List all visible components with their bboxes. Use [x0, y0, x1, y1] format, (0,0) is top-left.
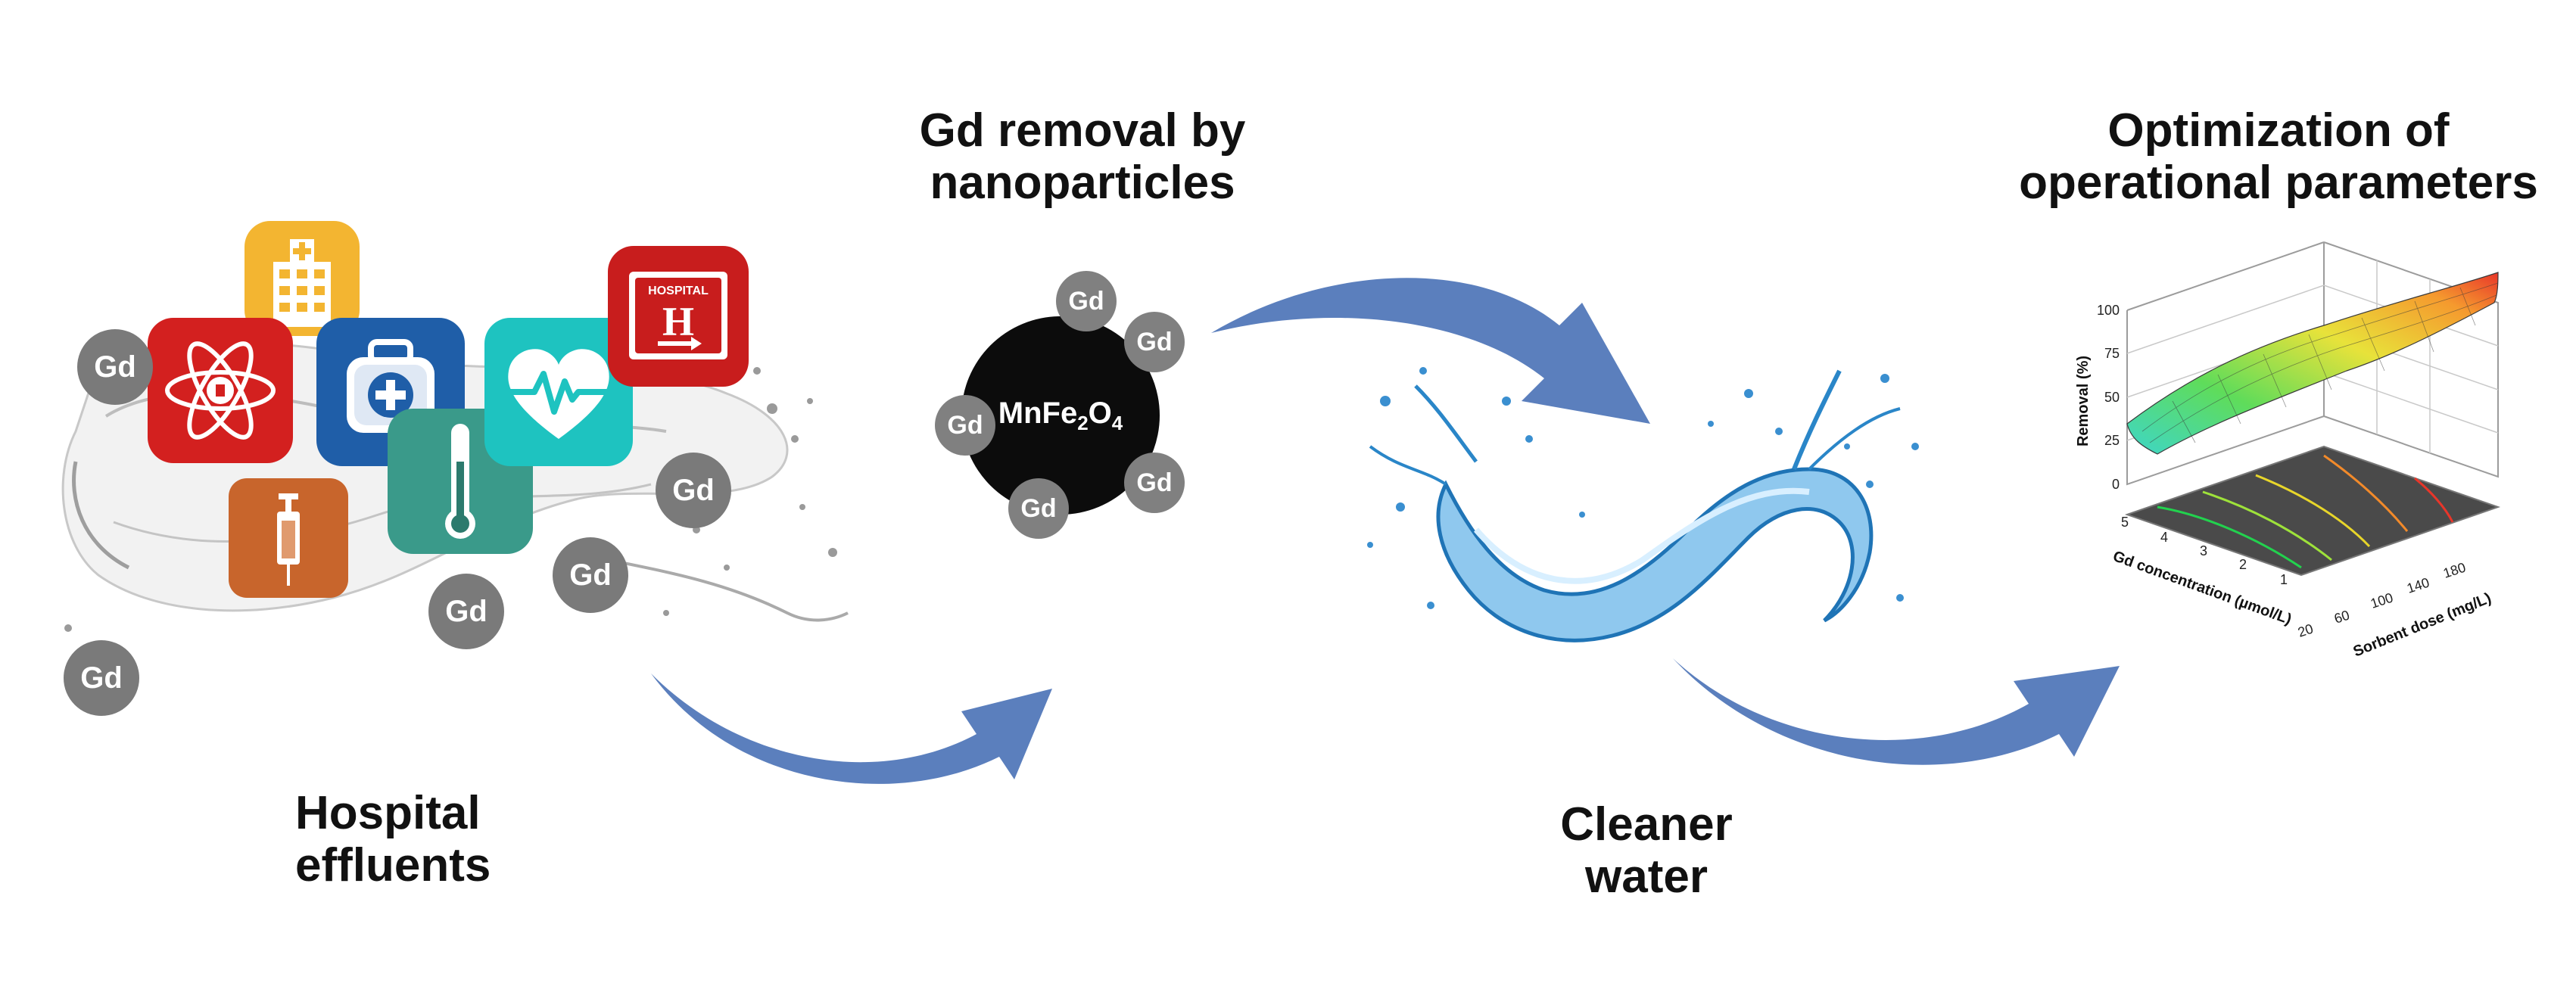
atom-icon [148, 318, 293, 463]
clean-water-splash [1367, 367, 1919, 642]
z-axis-label: Removal (%) [2075, 356, 2092, 446]
gd-badge: Gd [553, 537, 628, 613]
gd-badge: Gd [64, 640, 139, 716]
hospital-building-icon [245, 221, 360, 336]
z-tick: 0 [2112, 477, 2120, 492]
gd-badge: Gd [935, 395, 995, 456]
y-tick: 20 [2296, 621, 2315, 640]
optim-title: Optimization of operational parameters [1983, 104, 2574, 210]
nanoparticle-formula: MnFe2O4 [998, 397, 1123, 435]
x-tick: 4 [2160, 530, 2168, 545]
response-surface-plot: 100 75 50 25 0 Removal (%) 5 4 3 2 1 Gd … [2075, 241, 2501, 661]
hospital-title-line1: Hospital [295, 787, 481, 839]
removal-title-line2: nanoparticles [930, 157, 1235, 210]
flow-arrow-1 [651, 673, 1052, 784]
contour-floor [2124, 445, 2501, 577]
formula-sub1: 2 [1077, 411, 1089, 434]
gd-badge: Gd [1124, 453, 1185, 513]
cleaner-title-line2: water [1585, 851, 1708, 904]
removal-title: Gd removal by nanoparticles [905, 104, 1260, 210]
removal-title-line1: Gd removal by [919, 104, 1246, 157]
gd-badge: Gd [428, 574, 504, 649]
hospital-sign-letter: H [662, 299, 694, 344]
z-tick: 50 [2104, 390, 2120, 405]
gd-badge: Gd [656, 453, 731, 528]
z-tick: 75 [2104, 346, 2120, 361]
z-tick: 100 [2097, 303, 2120, 318]
x-tick: 1 [2280, 572, 2288, 587]
y-tick: 60 [2332, 608, 2351, 627]
flow-arrow-3 [1673, 658, 2120, 765]
gd-badge: Gd [1008, 478, 1069, 539]
x-tick: 5 [2121, 515, 2129, 530]
formula-base: MnFe [998, 396, 1078, 430]
optim-title-line1: Optimization of [2107, 104, 2450, 157]
y-tick: 180 [2441, 559, 2468, 580]
syringe-icon [229, 478, 348, 598]
hospital-title-line2: effluents [295, 839, 491, 892]
cleaner-title: Cleaner water [1552, 798, 1741, 904]
cleaner-title-line1: Cleaner [1560, 798, 1733, 851]
flow-arrow-2 [1211, 278, 1650, 424]
y-tick: 100 [2369, 589, 2395, 611]
y-tick: 140 [2405, 574, 2431, 596]
hospital-sign-text: HOSPITAL [648, 285, 709, 297]
hospital-sign-icon: HOSPITAL H [608, 246, 749, 387]
z-tick: 25 [2104, 433, 2120, 448]
response-surface [2126, 272, 2499, 455]
gd-badge: Gd [1056, 271, 1117, 331]
gd-badge: Gd [1124, 312, 1185, 372]
x-tick: 3 [2200, 543, 2207, 558]
formula-sub2: 4 [1111, 411, 1123, 434]
optim-title-line2: operational parameters [2019, 157, 2538, 210]
formula-mid: O [1088, 396, 1112, 430]
hospital-title: Hospital effluents [295, 787, 491, 892]
gd-badge: Gd [77, 329, 153, 405]
x-tick: 2 [2239, 557, 2247, 572]
